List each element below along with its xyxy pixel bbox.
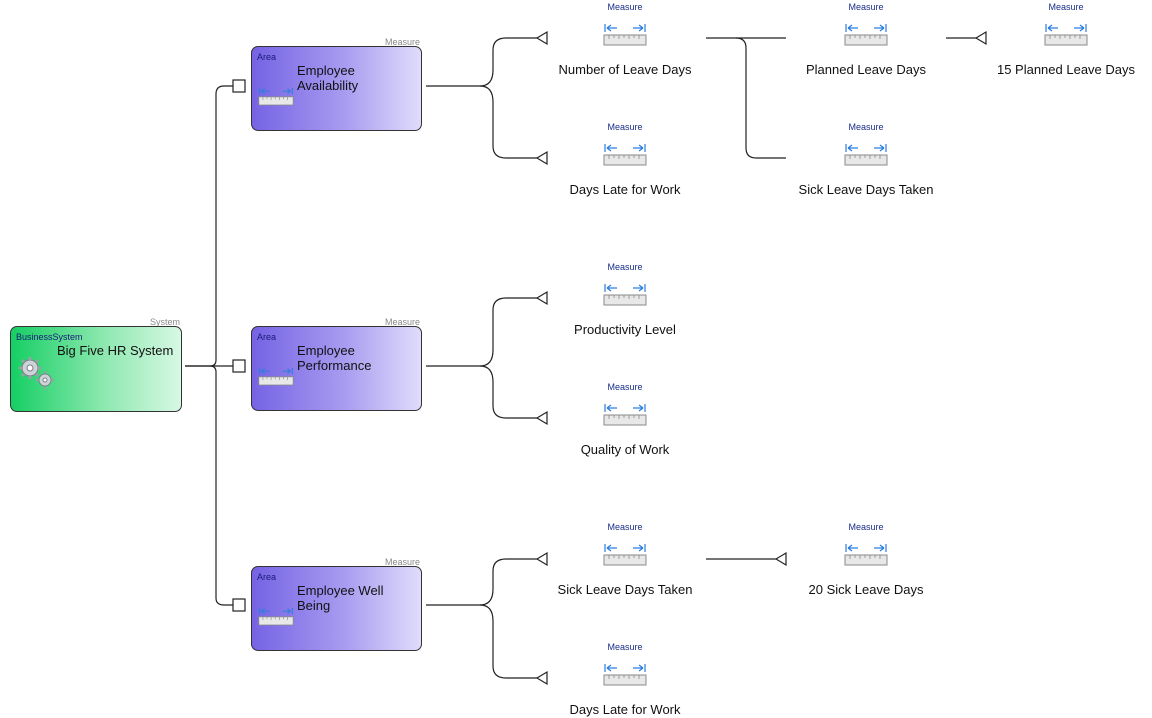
area-title-line2: Being: [297, 598, 331, 613]
measure-label: Sick Leave Days Taken: [798, 182, 934, 197]
connector-availability-leave: [426, 37, 537, 87]
gears-icon: [19, 357, 54, 389]
connector-wellbeing-sick: [426, 558, 537, 606]
measure-node[interactable]: Measure Days Late for Work: [525, 642, 725, 718]
area-stereotype: Measure: [384, 317, 420, 327]
square-connector: [232, 598, 246, 612]
measure-stereotype: Measure: [848, 2, 884, 12]
triangle-arrowhead: [974, 30, 987, 46]
measure-stereotype: Measure: [848, 522, 884, 532]
area-node-employee-performance[interactable]: Area Employee Performance: [251, 326, 422, 411]
area-title-line2: Performance: [297, 358, 372, 373]
connector-performance-quality: [479, 365, 537, 419]
measure-node[interactable]: Measure 20 Sick Leave Days: [766, 522, 966, 600]
ruler-icon: [844, 24, 888, 46]
square-connector: [232, 359, 246, 373]
measure-stereotype: Measure: [607, 2, 643, 12]
measure-stereotype: Measure: [848, 122, 884, 132]
triangle-arrowhead: [535, 551, 548, 567]
area-title-line2: Availability: [297, 78, 359, 93]
system-node[interactable]: BusinessSystem Big Five HR System: [10, 326, 182, 412]
measure-node[interactable]: Measure Sick Leave Days Taken: [525, 522, 725, 600]
measure-stereotype: Measure: [607, 642, 643, 652]
measure-stereotype: Measure: [607, 522, 643, 532]
ruler-icon: [258, 87, 294, 106]
area-node-employee-well-being[interactable]: Area Employee Well Being: [251, 566, 422, 651]
system-type-label: BusinessSystem: [16, 332, 83, 342]
measure-stereotype: Measure: [607, 262, 643, 272]
connector-performance-productivity: [426, 297, 537, 367]
triangle-arrowhead: [535, 670, 548, 686]
ruler-icon: [603, 284, 647, 306]
ruler-icon: [603, 24, 647, 46]
measure-label: Productivity Level: [574, 322, 676, 337]
area-type-label: Area: [257, 332, 277, 342]
measure-stereotype: Measure: [607, 122, 643, 132]
square-connector: [232, 79, 246, 93]
ruler-icon: [603, 404, 647, 426]
ruler-icon: [258, 607, 294, 626]
measure-label: Number of Leave Days: [558, 62, 692, 77]
triangle-arrowhead: [535, 30, 548, 46]
measure-stereotype: Measure: [607, 382, 643, 392]
area-title-line1: Employee: [297, 343, 355, 358]
ruler-icon: [1044, 24, 1088, 46]
measure-node[interactable]: Measure Number of Leave Days: [525, 2, 725, 80]
measure-label: 15 Planned Leave Days: [996, 62, 1136, 77]
measure-stereotype: Measure: [1048, 2, 1084, 12]
area-node-employee-availability[interactable]: Area Employee Availability: [251, 46, 422, 131]
measure-label: Days Late for Work: [569, 182, 681, 197]
triangle-arrowhead: [535, 150, 548, 166]
connector-leave-sick: [735, 37, 786, 159]
measure-node[interactable]: Measure Productivity Level: [525, 262, 725, 340]
area-type-label: Area: [257, 52, 277, 62]
area-stereotype: Measure: [384, 557, 420, 567]
system-stereotype: System: [149, 317, 180, 327]
measure-node[interactable]: Measure Quality of Work: [525, 382, 725, 460]
connector-system-availability: [185, 85, 233, 367]
measure-label: Sick Leave Days Taken: [557, 582, 693, 597]
measure-node[interactable]: Measure Days Late for Work: [525, 122, 725, 200]
ruler-icon: [603, 144, 647, 166]
measure-label: Planned Leave Days: [806, 62, 926, 77]
area-type-label: Area: [257, 572, 277, 582]
triangle-arrowhead: [535, 410, 548, 426]
ruler-icon: [603, 664, 647, 686]
measure-node[interactable]: Measure Planned Leave Days: [766, 2, 966, 80]
ruler-icon: [844, 144, 888, 166]
area-title-line1: Employee: [297, 63, 355, 78]
system-title: Big Five HR System: [57, 343, 174, 358]
area-stereotype: Measure: [384, 37, 420, 47]
measure-label: Days Late for Work: [569, 702, 681, 717]
area-title-line1: Employee Well: [297, 583, 384, 598]
ruler-icon: [844, 544, 888, 566]
connector-system-wellbeing: [209, 365, 233, 606]
triangle-arrowhead: [774, 551, 787, 567]
ruler-icon: [603, 544, 647, 566]
connector-availability-late: [479, 85, 537, 159]
connector-wellbeing-late: [479, 604, 537, 679]
measure-label: Quality of Work: [580, 442, 670, 457]
ruler-icon: [258, 367, 294, 386]
measure-node[interactable]: Measure 15 Planned Leave Days: [946, 2, 1146, 80]
measure-label: 20 Sick Leave Days: [808, 582, 924, 597]
measure-node[interactable]: Measure Sick Leave Days Taken: [766, 122, 966, 200]
triangle-arrowhead: [535, 290, 548, 306]
